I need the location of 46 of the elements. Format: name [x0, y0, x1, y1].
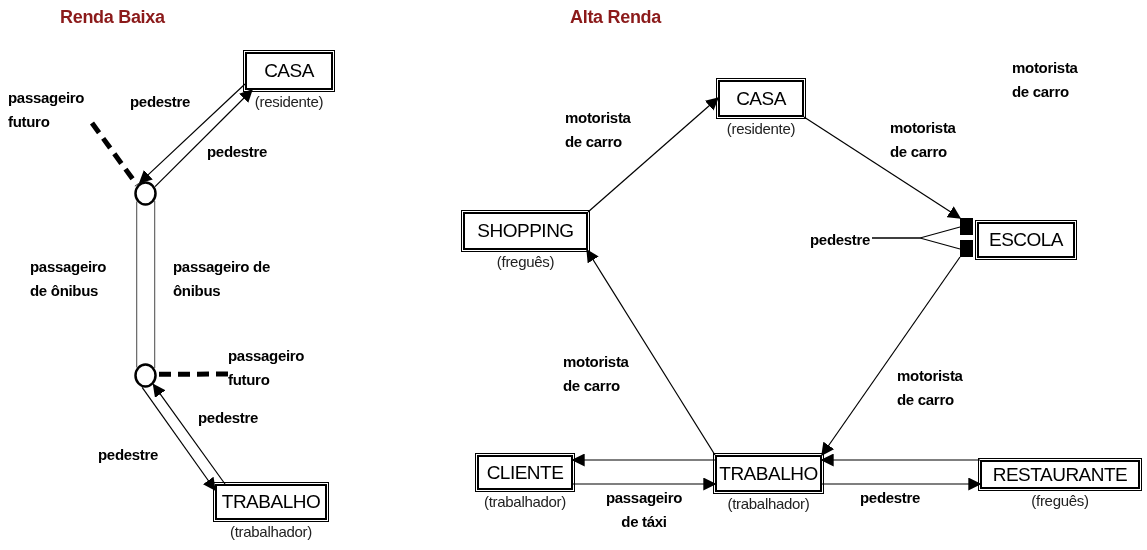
role-caption: (trabalhador): [727, 495, 810, 512]
place-name: CLIENTE: [486, 461, 564, 484]
stop-circle: [134, 181, 157, 206]
place-box: [980, 460, 1140, 489]
section-heading: Renda Baixa: [60, 6, 165, 29]
place-name: RESTAURANTE: [992, 463, 1128, 486]
place-box: [463, 212, 588, 250]
dashed-line: [156, 371, 228, 377]
stop-circle: [134, 363, 157, 388]
place-box: [245, 52, 333, 90]
connector-line: [136, 200, 138, 369]
place-box: [977, 222, 1075, 258]
role-label: pedestre: [810, 228, 872, 252]
place-name: TRABALHO: [221, 491, 321, 513]
arrow: [154, 89, 253, 188]
role-caption: (trabalhador): [230, 523, 312, 540]
arrow: [586, 248, 716, 456]
connector-line: [871, 237, 961, 250]
role-caption: (residente): [726, 120, 796, 137]
place-box: [215, 484, 327, 520]
place-name: CASA: [736, 87, 786, 110]
place-box: [477, 455, 573, 490]
entrance-marker: [960, 218, 973, 235]
arrow: [141, 386, 216, 492]
arrow: [138, 83, 246, 184]
role-caption: (freguês): [1031, 492, 1089, 509]
note-text: motorista de carro: [1012, 58, 1079, 102]
role-caption: (residente): [254, 93, 324, 110]
arrow: [803, 116, 962, 219]
arrow: [152, 383, 226, 485]
place-name: CASA: [264, 60, 314, 82]
arrow: [821, 256, 961, 457]
place-name: ESCOLA: [988, 229, 1064, 251]
role-caption: (trabalhador): [484, 493, 566, 510]
place-name: SHOPPING: [477, 220, 574, 242]
dashed-line: [89, 121, 140, 187]
place-box: [718, 80, 804, 117]
arrow: [587, 97, 719, 213]
place-box: [715, 455, 822, 492]
place-name: TRABALHO: [719, 462, 818, 485]
role-label: passageiro futuro: [8, 86, 92, 134]
entrance-marker: [960, 240, 973, 257]
connector-line: [154, 200, 156, 369]
role-label: passageiro futuro: [228, 344, 312, 392]
section-heading: Alta Renda: [570, 6, 662, 29]
role-caption: (freguês): [496, 253, 555, 270]
